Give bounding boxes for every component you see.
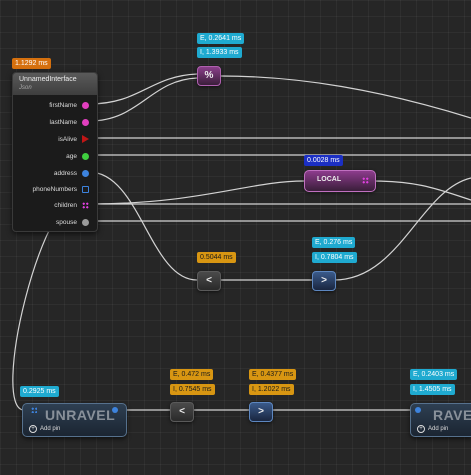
pin-label: age — [66, 152, 77, 160]
unravel-timing-badge: 0.2925 ms — [20, 386, 59, 397]
bottom-less-inclusive-badge: I, 0.7545 ms — [170, 384, 215, 395]
gray-circle-pin-icon[interactable] — [82, 218, 89, 226]
wire-children-local — [88, 180, 305, 205]
concat-inclusive-badge: I, 1.3933 ms — [197, 47, 242, 58]
red-triangle-pin-icon[interactable] — [82, 135, 89, 143]
pin-label: spouse — [56, 218, 77, 226]
wire-local-out — [371, 180, 471, 201]
pin-label: phoneNumbers — [32, 185, 77, 193]
concat-percent-node[interactable]: % — [197, 66, 221, 86]
add-pin-button[interactable]: + Add pin — [29, 425, 60, 433]
ravel-input-pin-icon[interactable] — [415, 407, 421, 413]
plus-icon: + — [29, 425, 37, 433]
add-pin-label: Add pin — [40, 426, 61, 432]
mid-greater-exclusive-badge: E, 0.276 ms — [312, 237, 356, 248]
pink-circle-pin-icon[interactable] — [82, 118, 89, 126]
unravel-node[interactable]: UNRAVEL + Add pin — [22, 403, 127, 437]
pin-label: address — [53, 169, 77, 177]
magenta-grid-pin-icon[interactable] — [82, 201, 89, 209]
blue-circle-pin-icon[interactable] — [82, 169, 89, 177]
pink-circle-pin-icon[interactable] — [82, 101, 89, 109]
wire-greater-out — [333, 177, 471, 281]
add-pin-label: Add pin — [428, 426, 449, 432]
pin-label: isAlive — [58, 135, 77, 143]
unravel-title: UNRAVEL — [45, 407, 116, 423]
pin-row-firstname[interactable]: firstName — [49, 99, 89, 111]
magenta-grid-pin-icon[interactable] — [362, 177, 369, 184]
pin-row-phonenumbers[interactable]: phoneNumbers — [33, 183, 89, 195]
pin-row-spouse[interactable]: spouse — [56, 216, 89, 228]
pin-row-children[interactable]: children — [54, 199, 89, 211]
interface-node-header: UnnamedInterface Json — [13, 73, 97, 95]
mid-less-than-node[interactable]: < — [197, 271, 221, 291]
local-node[interactable]: LOCAL — [304, 170, 376, 192]
mid-less-timing-badge: 0.5044 ms — [197, 252, 236, 263]
pin-row-isalive[interactable]: isAlive — [58, 133, 89, 145]
local-node-label: LOCAL — [317, 176, 342, 183]
bottom-greater-exclusive-badge: E, 0.4377 ms — [249, 369, 297, 380]
mid-greater-than-node[interactable]: > — [312, 271, 336, 291]
pin-label: children — [54, 201, 77, 209]
concat-exclusive-badge: E, 0.2641 ms — [197, 33, 245, 44]
pin-row-address[interactable]: address — [54, 167, 89, 179]
pin-row-age[interactable]: age — [66, 150, 89, 162]
interface-node-subtitle: Json — [19, 85, 32, 91]
wire-address-less — [88, 171, 198, 281]
green-circle-pin-icon[interactable] — [82, 152, 89, 160]
pin-label: firstName — [49, 101, 77, 109]
unravel-input-pin-icon[interactable] — [31, 407, 37, 413]
pin-row-lastname[interactable]: lastName — [50, 116, 89, 128]
ravel-exclusive-badge: E, 0.2403 ms — [410, 369, 458, 380]
ravel-node[interactable]: RAVEL + Add pin — [410, 403, 471, 437]
unravel-output-pin-icon[interactable] — [112, 407, 118, 413]
ravel-title: RAVEL — [433, 407, 471, 423]
bottom-less-exclusive-badge: E, 0.472 ms — [170, 369, 214, 380]
wire-concat-out — [220, 75, 471, 119]
bottom-less-than-node[interactable]: < — [170, 402, 194, 422]
pin-label: lastName — [49, 118, 77, 126]
unnamed-interface-node[interactable]: UnnamedInterface Json firstName lastName… — [12, 72, 98, 232]
bottom-greater-inclusive-badge: I, 1.2022 ms — [249, 384, 294, 395]
ravel-inclusive-badge: I, 1.4505 ms — [410, 384, 455, 395]
wire-lastname-concat — [88, 77, 198, 122]
interface-node-title: UnnamedInterface — [19, 76, 77, 83]
add-pin-button[interactable]: + Add pin — [417, 425, 448, 433]
mid-greater-inclusive-badge: I, 0.7804 ms — [312, 252, 357, 263]
local-timing-badge: 0.0028 ms — [304, 155, 343, 166]
interface-timing-badge: 1.1292 ms — [12, 58, 51, 69]
blue-square-pin-icon[interactable] — [82, 185, 89, 193]
bottom-greater-than-node[interactable]: > — [249, 402, 273, 422]
wire-firstname-concat — [88, 73, 198, 105]
plus-icon: + — [417, 425, 425, 433]
